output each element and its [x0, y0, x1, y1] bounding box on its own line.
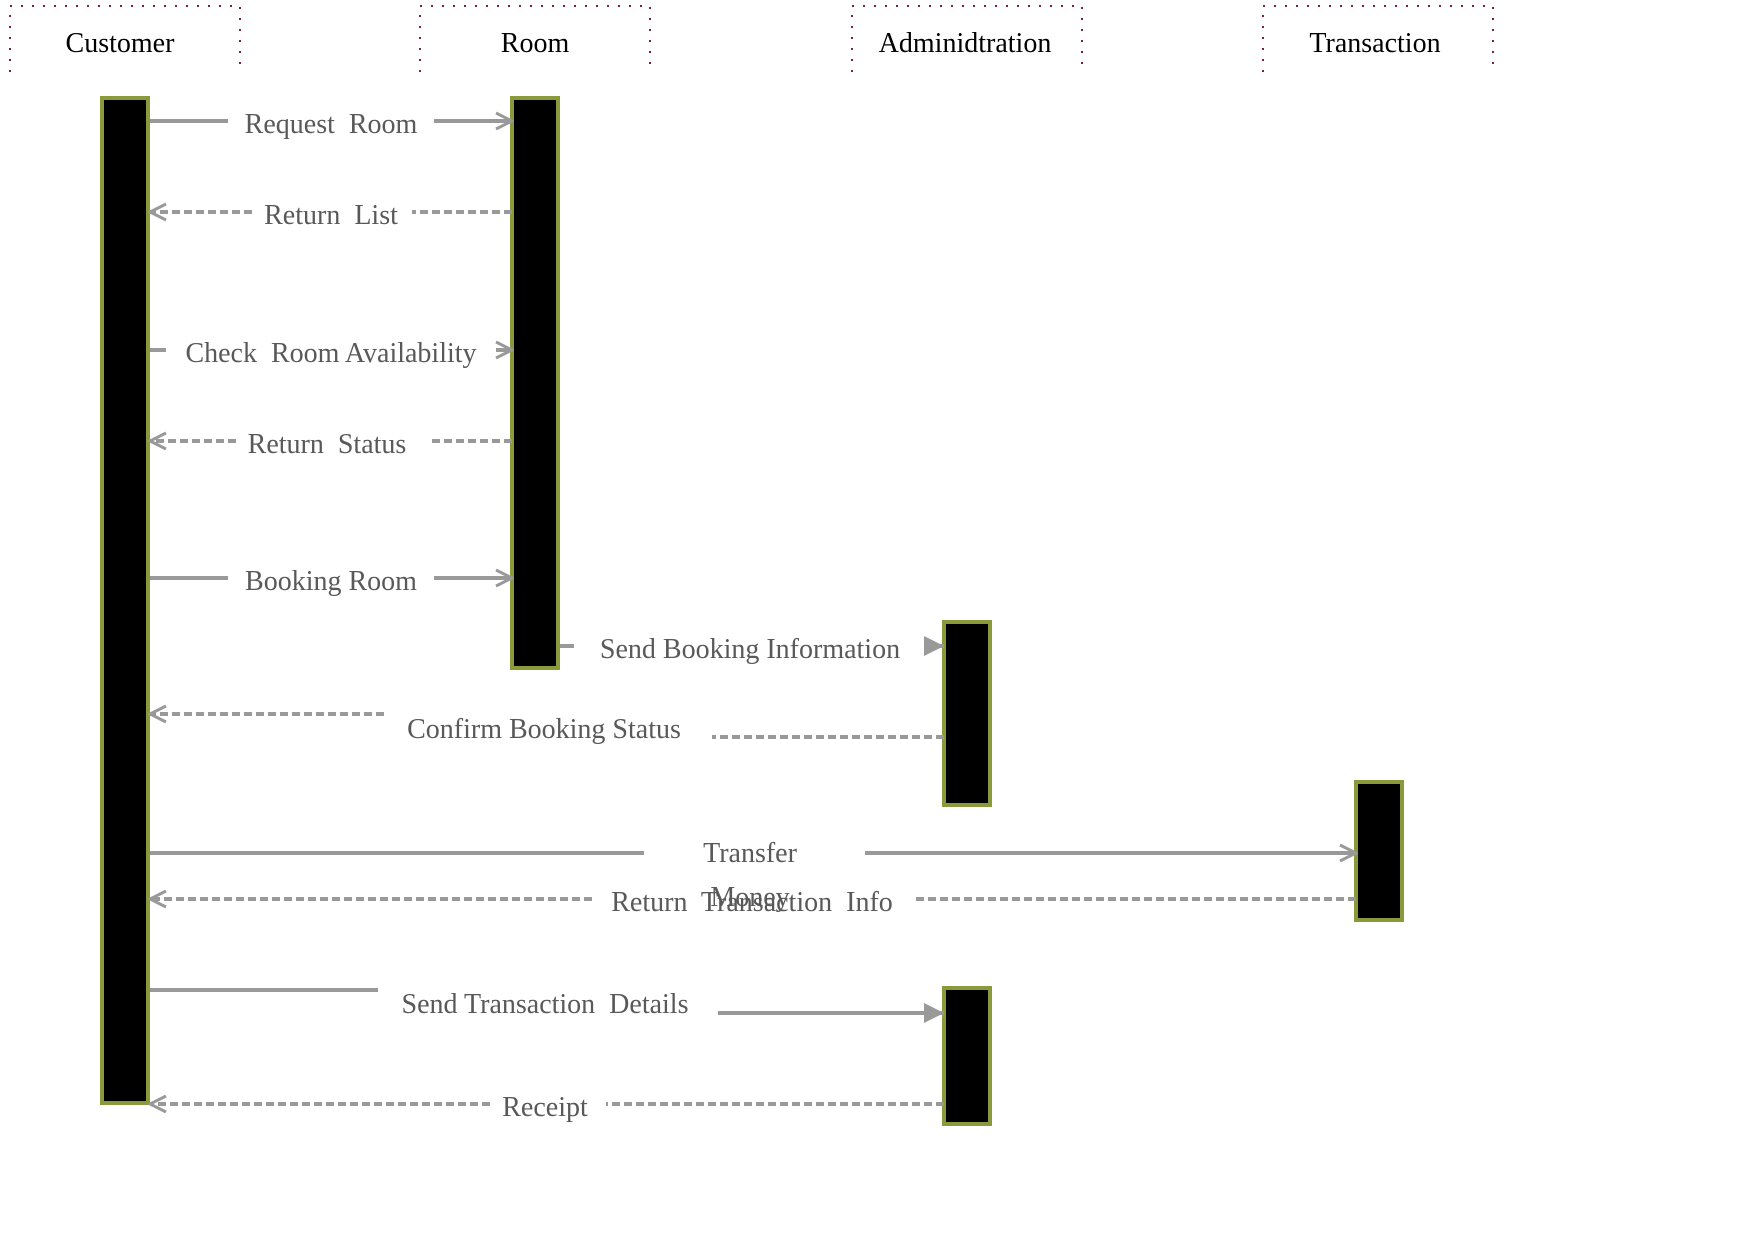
participant-label-room: Room: [501, 28, 570, 59]
message-transfer-money: Transfer Money: [150, 838, 1356, 913]
participant-room: Room: [419, 5, 651, 72]
message-label-money: Money: [710, 882, 789, 913]
message-label-booking-room: Booking Room: [245, 566, 417, 597]
participant-box-transaction: [1262, 5, 1494, 72]
message-label-send-transaction-details: Send Transaction Details: [402, 989, 689, 1020]
message-return-transaction-info: Return Transaction Info: [150, 887, 1356, 918]
message-label-return-list: Return List: [264, 200, 398, 231]
message-return-status: Return Status: [150, 429, 512, 460]
message-label-request-room: Request Room: [245, 109, 418, 140]
participant-box-administration: [851, 5, 1083, 72]
activation-administration-1: [942, 620, 992, 807]
message-send-transaction-details: Send Transaction Details: [150, 988, 944, 1023]
message-receipt: Receipt: [150, 1092, 944, 1123]
activation-customer: [100, 96, 150, 1105]
message-label-receipt: Receipt: [502, 1092, 588, 1123]
message-label-return-status: Return Status: [248, 429, 407, 460]
message-label-transfer: Transfer: [703, 838, 798, 869]
message-send-booking-information: Send Booking Information: [560, 634, 944, 665]
message-label-return-transaction-info: Return Transaction Info: [611, 887, 893, 918]
message-label-send-booking-information: Send Booking Information: [600, 634, 900, 665]
message-return-list: Return List: [150, 200, 512, 231]
message-confirm-booking-status: Confirm Booking Status: [150, 714, 944, 745]
participant-label-administration: Adminidtration: [879, 28, 1052, 59]
message-label-check-room-availability: Check Room Availability: [185, 338, 476, 369]
participant-label-transaction: Transaction: [1309, 28, 1440, 59]
message-check-room-availability: Check Room Availability: [150, 338, 512, 369]
message-label-confirm-booking-status: Confirm Booking Status: [407, 714, 681, 745]
participant-transaction: Transaction: [1262, 5, 1494, 72]
message-request-room: Request Room: [150, 109, 512, 140]
activation-administration-2: [942, 986, 992, 1126]
activation-transaction: [1354, 780, 1404, 922]
activation-room: [510, 96, 560, 670]
participant-customer: Customer: [9, 5, 241, 72]
message-booking-room: Booking Room: [150, 566, 512, 597]
participant-administration: Adminidtration: [851, 5, 1083, 72]
participant-label-customer: Customer: [66, 28, 176, 59]
participant-box-customer: [9, 5, 241, 72]
participant-box-room: [419, 5, 651, 72]
